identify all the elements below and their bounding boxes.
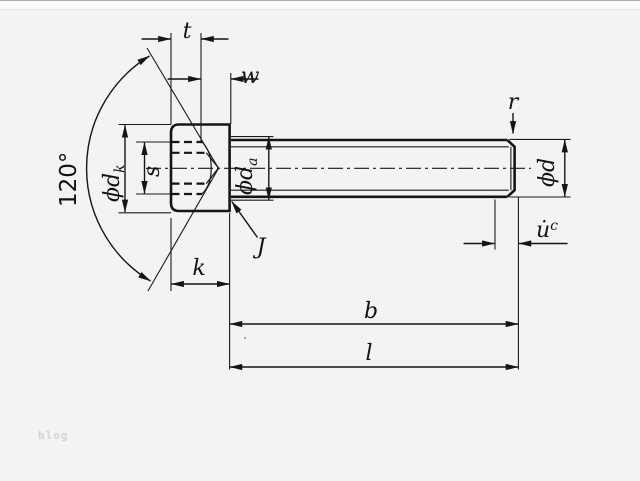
screw-outline xyxy=(169,123,516,213)
label-t: t xyxy=(183,19,192,44)
label-b: b xyxy=(364,299,378,324)
leader-J xyxy=(231,200,259,238)
label-w: w xyxy=(241,64,260,89)
label-angle-120: 120° xyxy=(56,152,82,207)
label-socket-width-s: s xyxy=(140,166,165,177)
label-l: l xyxy=(365,341,372,366)
label-thread-diameter: ϕd xyxy=(535,158,560,187)
watermark: blog xyxy=(38,429,69,442)
label-J: J xyxy=(253,235,267,260)
extension-lines xyxy=(118,33,571,370)
top-margin-strip xyxy=(0,1,640,10)
label-head-diameter: ϕdk xyxy=(100,164,128,202)
angle-construction xyxy=(85,47,219,292)
stray-dot xyxy=(244,337,246,339)
label-r: r xyxy=(508,90,520,115)
label-k: k xyxy=(192,256,205,281)
label-u: u̇c xyxy=(536,218,558,243)
label-transition-diameter: ϕda xyxy=(233,158,261,195)
